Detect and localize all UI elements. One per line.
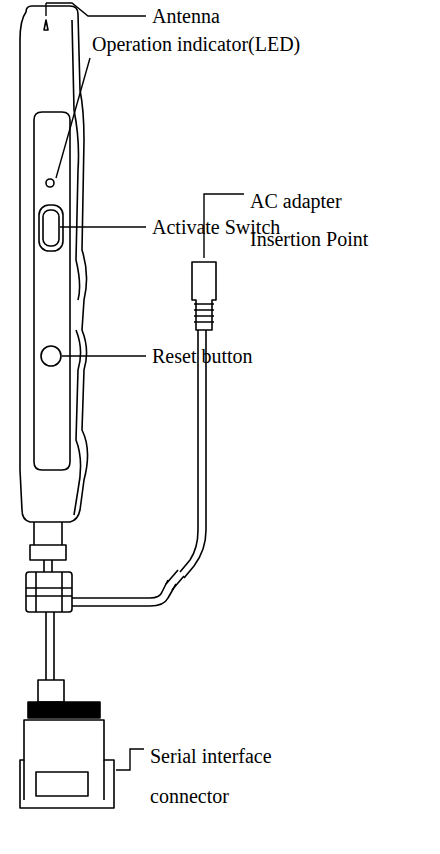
reader-body — [20, 6, 88, 522]
switch-outline — [39, 205, 63, 251]
neck-cable — [44, 560, 52, 572]
part-label: AC adapter Insertion Point — [250, 182, 390, 258]
part-label: Operation indicator(LED) — [92, 32, 392, 56]
led — [46, 179, 54, 187]
reset-button — [41, 346, 61, 366]
leader-line — [116, 749, 144, 770]
part-label: Antenna — [152, 4, 272, 28]
ac-plug — [192, 262, 216, 330]
serial-connector — [20, 720, 114, 808]
cable-block-detail — [26, 572, 72, 612]
leader-line — [62, 355, 146, 356]
cable-block — [26, 572, 72, 612]
connector-face — [36, 772, 88, 796]
connector-screws — [24, 760, 104, 800]
part-label: Serial interface connector — [150, 736, 305, 816]
ac-plug-grip — [194, 304, 214, 322]
part-label: Reset button — [152, 344, 352, 368]
leader-line — [60, 226, 146, 227]
activate-switch — [43, 210, 59, 246]
neck — [30, 522, 66, 560]
front-panel — [34, 112, 70, 470]
connector-band — [28, 702, 100, 718]
leader-line — [46, 3, 146, 16]
ac-cable — [72, 330, 206, 606]
cable-break — [166, 570, 184, 590]
cable — [46, 612, 54, 680]
antenna-mark — [44, 20, 48, 30]
leader-line — [56, 58, 90, 178]
connector-boot — [38, 680, 64, 702]
